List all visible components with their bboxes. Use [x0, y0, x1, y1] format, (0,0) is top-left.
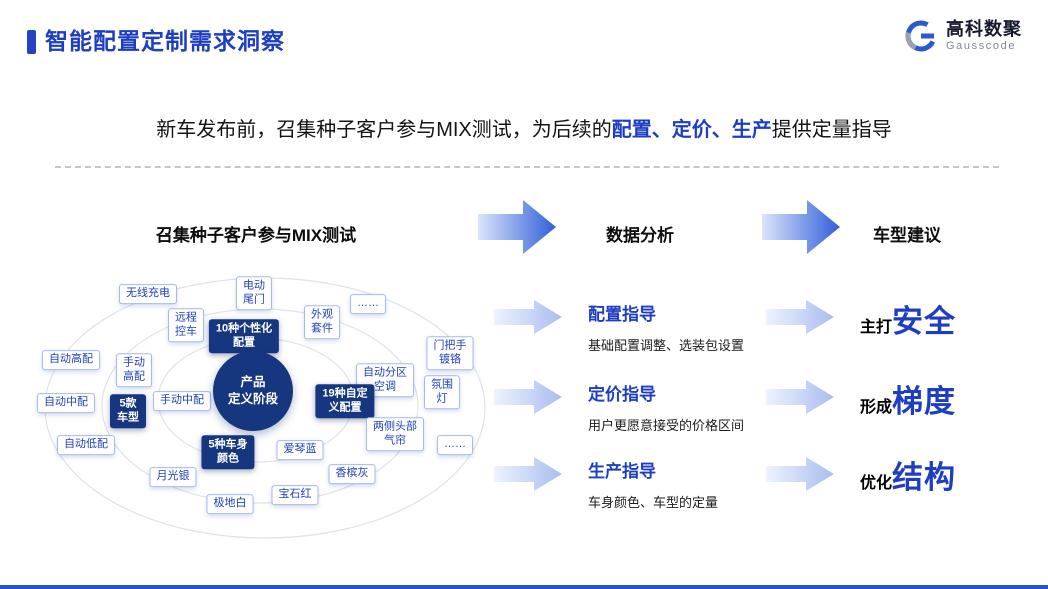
diagram-node: 自动高配: [42, 350, 100, 370]
suggestion-structure: 优化 结构: [860, 452, 956, 497]
diagram-node: 极地白: [206, 494, 254, 514]
diagram-node: 月光银: [149, 467, 197, 487]
slide-subtitle: 新车发布前，召集种子客户参与MIX测试，为后续的配置、定价、生产提供定量指导: [0, 113, 1048, 142]
connector-arrow-icon: [766, 457, 834, 491]
analysis-row-production: 生产指导 车身颜色、车型的定量: [588, 457, 778, 511]
subtitle-highlight: 配置、定价、生产: [611, 119, 772, 141]
diagram-node: 5种车身 颜色: [201, 435, 255, 469]
bottom-accent-bar: [0, 585, 1048, 589]
connector-arrow-icon: [494, 457, 562, 491]
connector-arrow-icon: [494, 300, 562, 334]
analysis-desc: 用户更愿意接受的价格区间: [588, 418, 745, 433]
subtitle-post: 提供定量指导: [771, 119, 892, 141]
connector-arrow-icon: [766, 300, 834, 334]
diagram-node: 门把手 镀铬: [426, 336, 474, 370]
diagram-node: 自动低配: [57, 435, 115, 455]
suggestion-prefix: 优化: [860, 475, 893, 492]
suggestion-gradient: 形成 梯度: [860, 376, 956, 421]
diagram-node: ……: [350, 294, 386, 314]
analysis-desc: 基础配置调整、选装包设置: [588, 338, 745, 353]
suggestion-word: 结构: [892, 460, 957, 495]
diagram-node: 手动 高配: [116, 353, 152, 387]
diagram-node: 香槟灰: [328, 464, 376, 484]
diagram-node: 爱琴蓝: [276, 440, 324, 460]
diagram-node: ……: [437, 435, 473, 455]
subtitle-pre: 新车发布前，召集种子客户参与MIX测试，为后续的: [156, 119, 612, 141]
diagram-node: 远程 控车: [168, 308, 204, 342]
page-title: 智能配置定制需求洞察: [45, 28, 285, 54]
suggestion-prefix: 主打: [860, 319, 893, 336]
diagram-node: 氛围 灯: [424, 375, 460, 409]
analysis-title: 生产指导: [588, 462, 656, 481]
connector-arrow-icon: [494, 380, 562, 414]
gausscode-logo-icon: [905, 20, 937, 52]
diagram-node: 10种个性化 配置: [208, 319, 280, 353]
diagram-node: 自动分区 空调: [356, 363, 414, 397]
analysis-row-config: 配置指导 基础配置调整、选装包设置: [588, 300, 778, 354]
diagram-node: 两侧头部 气帘: [366, 417, 424, 451]
analysis-title: 配置指导: [588, 305, 656, 324]
diagram-node: 5款 车型: [110, 394, 146, 428]
logo-name: 高科数聚: [946, 19, 1022, 40]
flow-step-mix-test: 召集种子客户参与MIX测试: [155, 226, 357, 245]
suggestion-word: 安全: [892, 304, 957, 339]
flow-arrow-1-icon: [478, 200, 556, 254]
suggestion-word: 梯度: [892, 384, 957, 419]
diagram-node: 19种自定 义配置: [315, 384, 375, 418]
logo-subtitle: Gausscode: [946, 40, 1017, 53]
flow-step-model-suggestion: 车型建议: [873, 226, 941, 245]
analysis-desc: 车身颜色、车型的定量: [588, 495, 719, 510]
diagram-node: 无线充电: [119, 284, 177, 304]
analysis-row-pricing: 定价指导 用户更愿意接受的价格区间: [588, 380, 778, 434]
diagram-node: 自动中配: [37, 393, 95, 413]
suggestion-safety: 主打 安全: [860, 296, 956, 341]
flow-arrow-2-icon: [762, 200, 840, 254]
diagram-node: 电动 尾门: [236, 276, 272, 310]
logo-text: 高科数聚 Gausscode: [946, 19, 1022, 52]
analysis-title: 定价指导: [588, 385, 656, 404]
flow-step-data-analysis: 数据分析: [606, 226, 674, 245]
diagram-node: 宝石红: [271, 485, 319, 505]
diagram-node: 外观 套件: [304, 305, 340, 339]
title-accent-bar: [27, 30, 36, 54]
diagram-center-node: 产品 定义阶段: [213, 351, 293, 431]
suggestion-prefix: 形成: [860, 399, 893, 416]
connector-arrow-icon: [766, 380, 834, 414]
dashed-divider: [55, 166, 999, 168]
gausscode-logo: 高科数聚 Gausscode: [903, 18, 1022, 54]
diagram-node: 手动中配: [153, 391, 211, 411]
